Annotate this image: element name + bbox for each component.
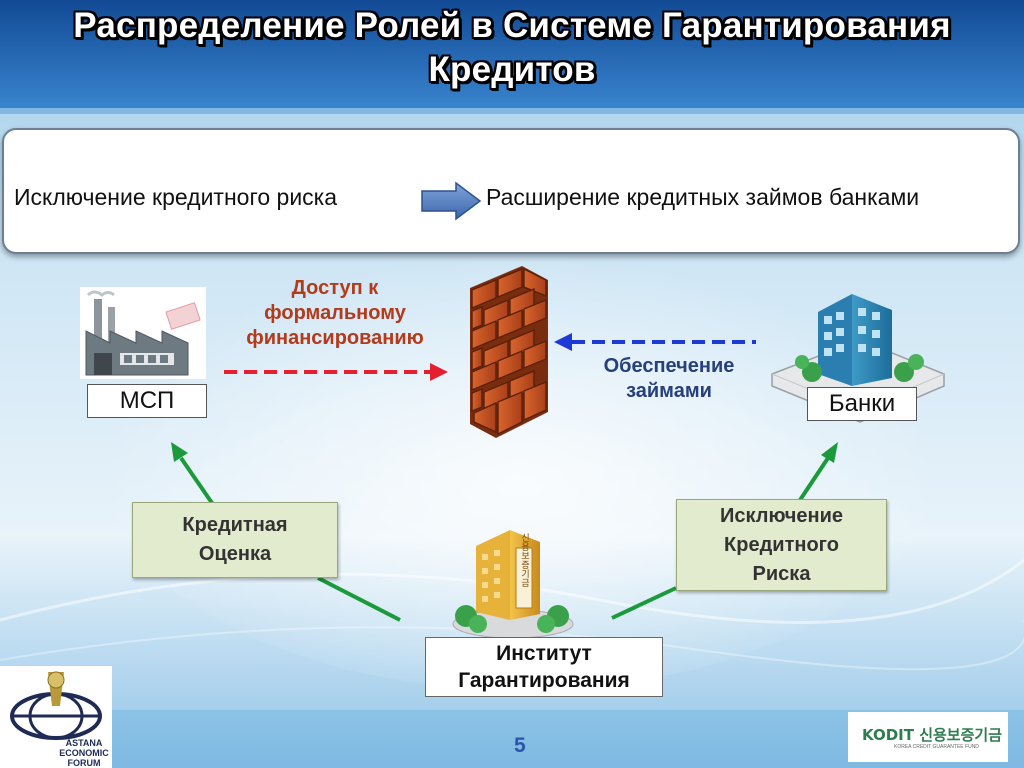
msp-label: МСП — [87, 384, 207, 418]
institute-building-sign: 신용보증기금 — [519, 533, 529, 587]
banner-right-text: Расширение кредитных займов банками — [486, 184, 920, 210]
risk-exclusion-line-1: Исключение — [719, 504, 843, 527]
astana-logo-text: ASTANA ECONOMIC FORUM — [56, 738, 112, 768]
astana-economic-forum-logo: ASTANA ECONOMIC FORUM — [0, 666, 112, 768]
banner-arrow-icon — [421, 181, 482, 221]
banks-label: Банки — [807, 387, 917, 421]
kodit-logo-text: KODIT 신용보증기금 — [862, 726, 1002, 744]
access-text-line-2: формальному — [264, 302, 406, 324]
access-arrow — [224, 363, 448, 381]
institute-line-1: Институт — [496, 642, 592, 665]
credit-assessment-line-1: Кредитная — [182, 514, 288, 536]
risk-exclusion-box: Исключение Кредитного Риска — [676, 499, 887, 591]
credit-assessment-line-2: Оценка — [198, 543, 272, 565]
factory-icon — [80, 287, 206, 379]
kodit-logo-subtitle: KOREA CREDIT GUARANTEE FUND — [894, 744, 979, 750]
title-line-2: Кредитов — [428, 50, 596, 89]
access-text-line-3: финансированию — [246, 327, 424, 349]
loan-security-line-2: займами — [626, 380, 712, 402]
access-text: Доступ к формальному финансированию — [215, 276, 455, 351]
slide-title: Распределение Ролей в Системе Гарантиров… — [0, 4, 1024, 92]
summary-banner — [2, 128, 1020, 254]
institute-line-2: Гарантирования — [458, 669, 630, 692]
banner-left-text: Исключение кредитного риска — [14, 184, 338, 210]
risk-exclusion-line-3: Риска — [752, 562, 811, 585]
page-number: 5 — [514, 734, 526, 757]
kodit-logo: KODIT 신용보증기금 KOREA CREDIT GUARANTEE FUND — [848, 712, 1008, 762]
loan-security-line-1: Обеспечение — [603, 355, 735, 377]
risk-exclusion-line-2: Кредитного — [724, 533, 839, 556]
loan-security-arrow — [554, 333, 756, 351]
institute-box: Институт Гарантирования — [425, 637, 663, 697]
astana-logo-line-2: ECONOMIC — [59, 748, 109, 758]
loan-security-text: Обеспечение займами — [574, 354, 764, 404]
access-text-line-1: Доступ к — [291, 277, 379, 299]
institute-building-icon: 신용보증기금 — [452, 530, 574, 639]
credit-assessment-box: Кредитная Оценка — [132, 502, 338, 578]
astana-logo-line-3: FORUM — [67, 758, 101, 768]
title-line-1: Распределение Ролей в Системе Гарантиров… — [73, 6, 951, 45]
astana-logo-line-1: ASTANA — [65, 738, 103, 748]
brick-wall-icon — [470, 266, 548, 438]
globe-icon — [10, 671, 102, 740]
